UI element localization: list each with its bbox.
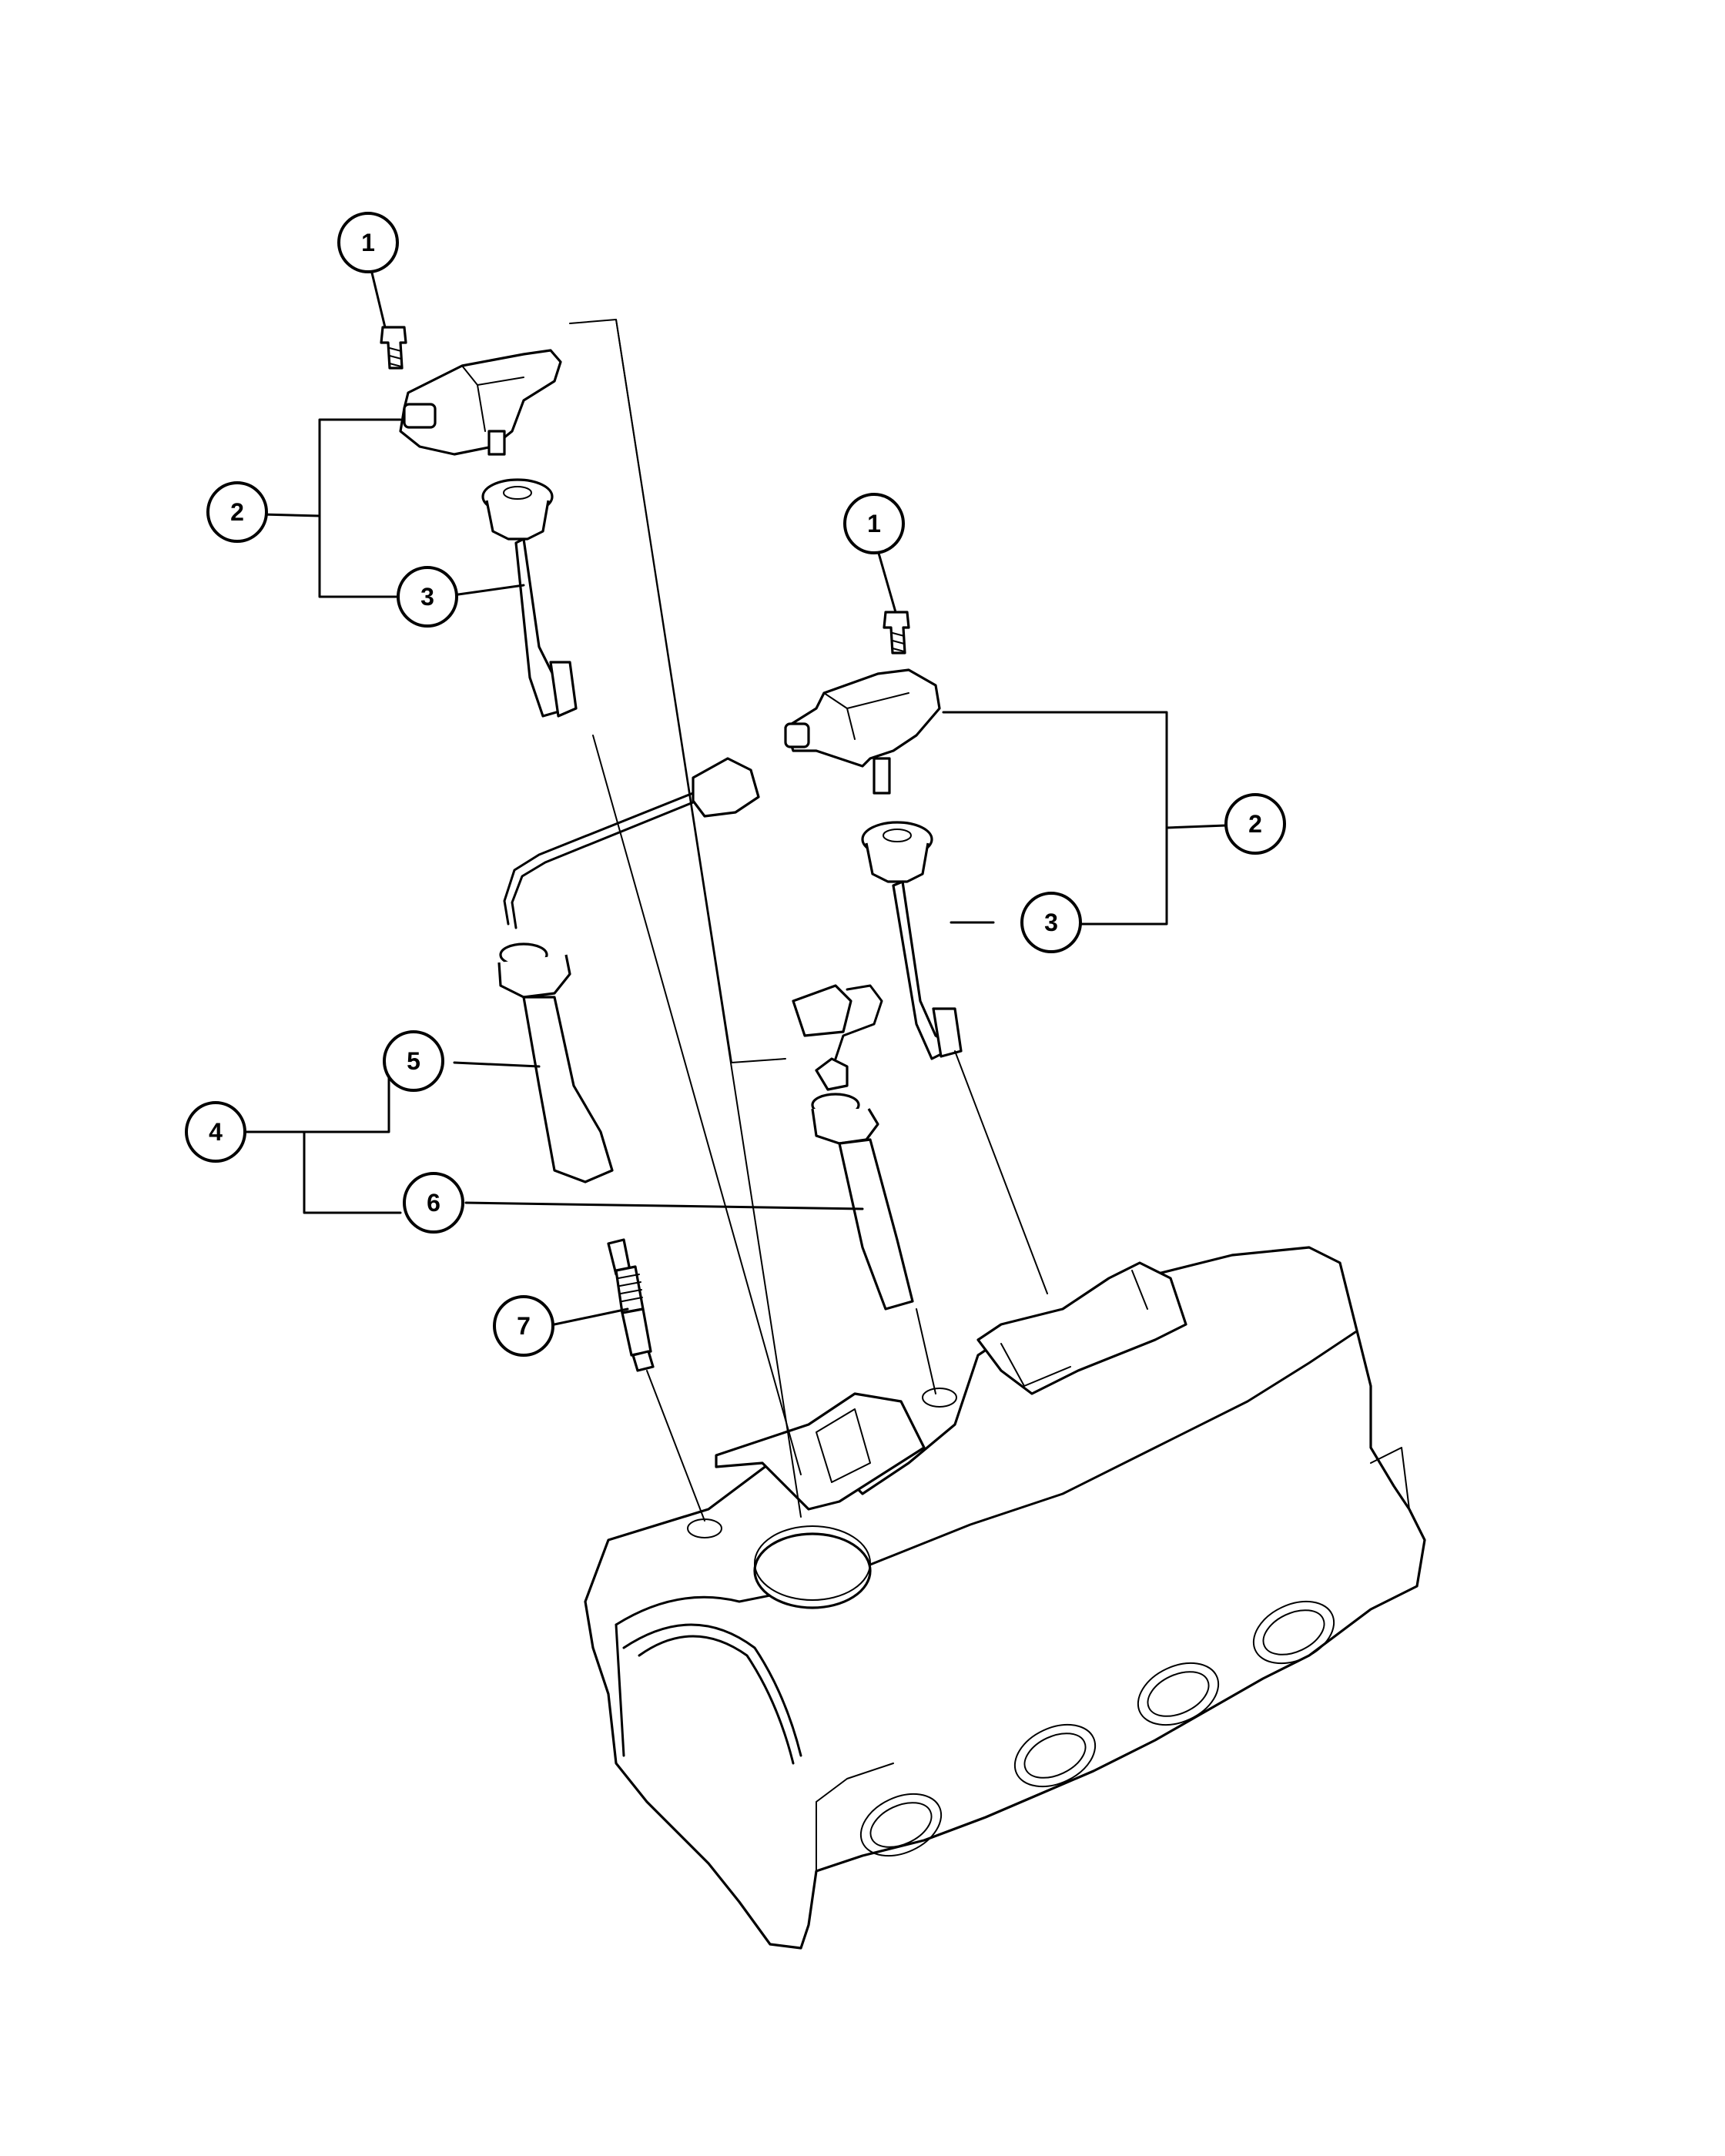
callout-1-right: 1 (843, 493, 905, 554)
callout-1-top-left: 1 (337, 212, 399, 273)
spark-plug-boot-right (861, 821, 963, 1060)
cylinder-head (584, 1246, 1426, 1950)
spark-plug-boot-left (481, 478, 578, 718)
callout-3-right: 3 (1020, 892, 1082, 953)
callout-7: 7 (493, 1295, 554, 1357)
callout-label: 2 (230, 498, 244, 526)
ignition-cable-short (792, 984, 914, 1311)
ignition-cable-long (497, 757, 760, 1183)
callout-label: 5 (407, 1047, 420, 1075)
callout-3-left: 3 (397, 566, 458, 628)
installation-lines (569, 319, 1048, 1522)
callout-label: 1 (867, 510, 881, 537)
callout-label: 2 (1248, 810, 1262, 838)
bolt-left (380, 326, 407, 370)
callout-label: 4 (209, 1118, 223, 1146)
callout-6: 6 (403, 1172, 464, 1234)
callout-2-right: 2 (1224, 793, 1286, 855)
callout-label: 6 (427, 1189, 440, 1217)
callout-label: 3 (420, 583, 434, 611)
callout-label: 7 (517, 1312, 531, 1340)
callout-5: 5 (383, 1030, 444, 1092)
callout-label: 3 (1044, 909, 1058, 936)
callout-label: 1 (361, 229, 375, 256)
ignition-coil-left (399, 349, 562, 456)
callout-leaders (226, 262, 1228, 1326)
callout-4: 4 (185, 1101, 246, 1163)
ignition-coil-right (784, 668, 941, 795)
callout-2-left: 2 (206, 481, 268, 543)
spark-plug (607, 1238, 655, 1372)
bolt-right (883, 611, 910, 654)
